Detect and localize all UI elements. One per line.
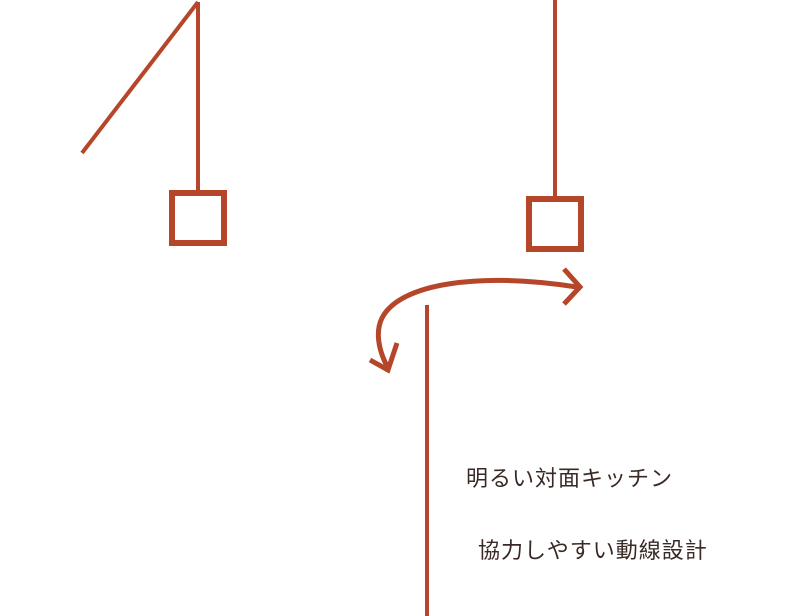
flow-arrow-head-down (368, 342, 400, 374)
flow-arrow-curve (375, 278, 578, 370)
left-diagonal-line (80, 0, 200, 155)
flow-arrow-head-right (562, 267, 584, 306)
label-cooperative-flow: 協力しやすい動線設計 (478, 539, 708, 564)
right-pendant-square (526, 196, 584, 252)
left-pendant-square (169, 190, 227, 246)
label-bright-kitchen: 明るい対面キッチン (466, 467, 674, 492)
